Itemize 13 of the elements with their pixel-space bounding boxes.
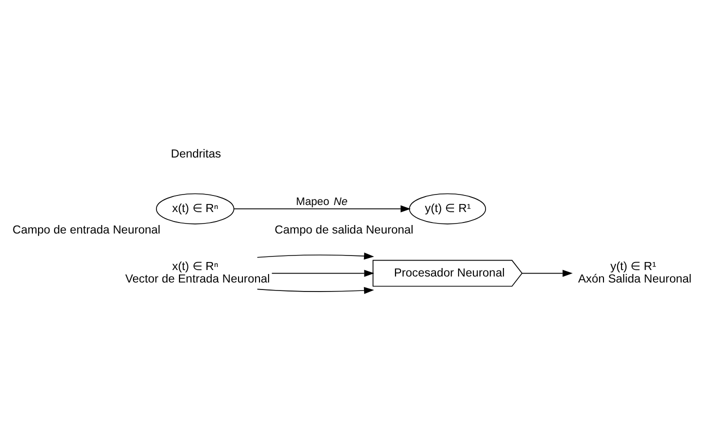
node-ellipse: y(t) ∈ R¹	[409, 192, 486, 224]
arrow	[522, 269, 573, 276]
node-ellipse: x(t) ∈ Rⁿ	[156, 192, 234, 224]
label: Dendritas	[170, 147, 222, 160]
node-label: Campo de entrada Neuronal	[12, 222, 160, 236]
arrow	[256, 286, 374, 294]
edge-label: Mapeo Ne	[296, 195, 348, 208]
arrow	[271, 269, 374, 276]
arrow	[233, 204, 411, 212]
arrow	[256, 252, 374, 260]
node-text: y(t) ∈ R¹ Axón Salida Neuronal	[578, 260, 692, 286]
node-text: x(t) ∈ Rⁿ Vector de Entrada Neuronal	[125, 260, 270, 286]
node-label: Campo de salida Neuronal	[274, 222, 414, 236]
